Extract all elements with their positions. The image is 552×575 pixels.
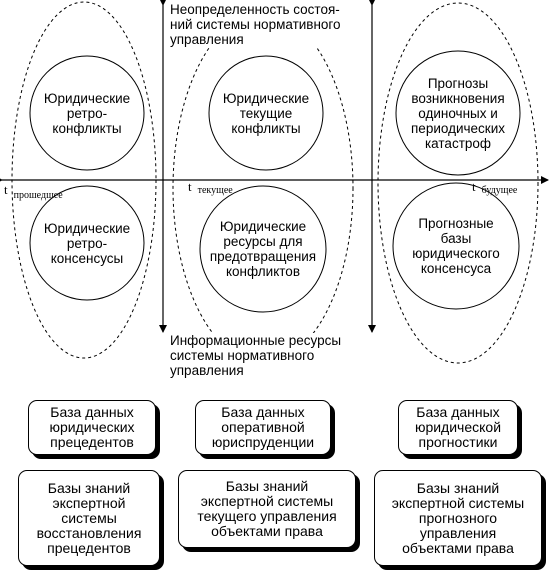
db-legal-precedents: База данных юридических прецедентов [28, 400, 156, 455]
kb-current-management: Базы знаний экспертной системы текущего … [178, 470, 356, 548]
t-past-label: t прошедшее [4, 182, 63, 201]
circle-left-bottom [29, 185, 145, 301]
db-legal-prognostics: База данных юридической прогностики [398, 400, 518, 455]
t-past-symbol: t [4, 182, 8, 197]
t-future-label: t будущее [472, 179, 517, 196]
t-future-sub: будущее [481, 185, 518, 196]
circle-left-top-text: Юридические ретро- конфликты [43, 90, 131, 136]
circle-center-bottom-text: Юридические ресурсы для предотвращения к… [209, 219, 317, 279]
circle-right-top-text: Прогнозы возникновения одиночных и перио… [411, 75, 505, 151]
t-current-label: t текущее [188, 179, 233, 196]
kb-forecast-management: Базы знаний экспертной системы прогнозно… [374, 470, 542, 566]
circle-right-bottom-text: Прогнозные базы юридического консенсуса [412, 216, 500, 276]
t-future-symbol: t [472, 179, 476, 194]
t-current-sub: текущее [197, 185, 233, 196]
top-label: Неопределенность состоя- ний системы нор… [170, 2, 370, 47]
circle-right-top [395, 50, 521, 176]
circle-center-top [208, 55, 324, 171]
circle-center-bottom [199, 185, 327, 313]
circle-left-bottom-text: Юридические ретро- консенсусы [43, 220, 131, 266]
circle-center-top-text: Юридические текущие конфликты [222, 90, 310, 136]
kb-precedent-restoration: Базы знаний экспертной системы восстанов… [18, 470, 160, 566]
t-past-sub: прошедшее [13, 190, 63, 201]
circle-left-top [29, 55, 145, 171]
current-ellipse [172, 12, 354, 364]
db-operative-jurisprudence: База данных оперативной юриспруденции [195, 400, 331, 455]
circle-right-bottom [392, 182, 520, 310]
bottom-label: Информационные ресурсы системы нормативн… [170, 333, 370, 378]
t-current-symbol: t [188, 179, 192, 194]
